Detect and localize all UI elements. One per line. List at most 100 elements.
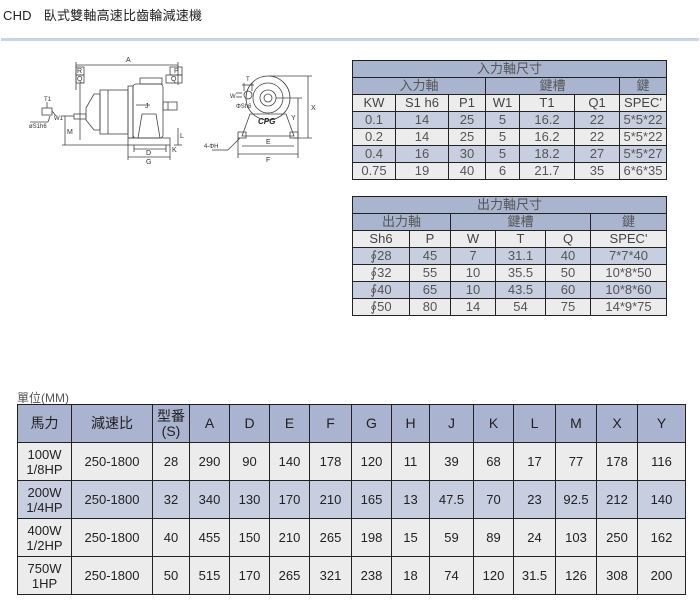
cell: 10*8*50 [590,264,667,282]
svg-text:Y: Y [291,115,296,122]
model-header-line2: (S) [161,422,181,439]
cell: 16.2 [519,111,575,129]
cell: 74 [429,556,474,595]
cell: 178 [596,442,638,481]
cell: 25 [448,128,486,146]
column-header: Y [637,404,686,443]
cpg-logo: CPG [258,117,275,126]
power-hp: 1/8HP [26,461,63,477]
power-watts: 400W [27,522,62,538]
cell: 40 [545,247,591,265]
group-header: 入力軸 [352,77,486,95]
cell: 40 [152,518,190,557]
svg-text:T: T [246,77,250,83]
cell: 21.7 [519,162,575,180]
cell: 18.2 [519,145,575,163]
column-header: M [555,404,597,443]
cell: 23 [513,480,556,519]
cell: 32 [152,480,190,519]
page-title: CHD 臥式雙軸高速比齒輪減速機 [3,5,202,24]
column-header: P1 [448,94,486,112]
svg-text:K: K [172,147,177,154]
cell: 70 [473,480,514,519]
cell: 55 [409,264,451,282]
column-header: E [269,404,310,443]
cell: 89 [473,518,514,557]
cell: 92.5 [555,480,597,519]
cell: 116 [637,442,686,481]
cell: 250 [596,518,638,557]
cell: 30 [448,145,486,163]
cell: 7 [450,247,496,265]
cell: 90 [229,442,270,481]
cell: 14 [450,298,496,316]
group-header: 鍵槽 [485,77,620,95]
column-header: W1 [485,94,520,112]
cell: 178 [309,442,352,481]
cell: 170 [229,556,270,595]
svg-text:M: M [67,129,73,136]
svg-text:ΦSh6: ΦSh6 [236,104,252,110]
column-header: G [351,404,392,443]
column-header: 減速比 [71,404,153,443]
group-header: 鍵槽 [450,213,591,231]
model-code: CHD [3,8,32,23]
column-header: X [596,404,638,443]
cell: 11 [391,442,430,481]
cell: 130 [229,480,270,519]
column-header: J [429,404,474,443]
cell: 14 [395,128,449,146]
power-hp: 1HP [31,575,58,591]
cell: 16.2 [519,128,575,146]
dim-a-label: A [126,57,131,64]
cell: 5 [485,145,520,163]
cell: 250-1800 [71,518,153,557]
cell: 126 [555,556,597,595]
cell: 18 [391,556,430,595]
column-header: W [450,230,496,248]
svg-text:G: G [146,159,151,166]
cell: 170 [269,480,310,519]
column-header: T [495,230,546,248]
table-caption: 入力軸尺寸 [352,60,667,78]
cell: 14 [395,111,449,129]
column-header: A [189,404,230,443]
cell: 238 [351,556,392,595]
table-caption: 出力軸尺寸 [352,196,667,214]
power-watts: 200W [27,484,62,500]
group-header: 鍵 [590,213,667,231]
cell: 77 [555,442,597,481]
cell: 0.4 [352,145,396,163]
product-title: 臥式雙軸高速比齒輪減速機 [43,8,203,23]
power-watts: 750W [27,560,62,576]
power-hp: 1/4HP [26,499,63,515]
cell: 0.75 [352,162,396,180]
cell: 24 [513,518,556,557]
power-watts: 100W [27,446,62,462]
cell: 5*5*27 [619,145,667,163]
cell: 80 [409,298,451,316]
column-header: P [409,230,451,248]
cell: 31.5 [513,556,556,595]
dimension-table: 馬力 減速比 型番 (S) A D E F G H J K L M X Y 10… [17,404,686,595]
column-header: L [513,404,556,443]
column-header: SPEC' [619,94,667,112]
cell: 54 [495,298,546,316]
model-header-line1: 型番 [157,407,185,424]
cell: 22 [574,128,620,146]
svg-text:W1: W1 [54,116,64,122]
cell: 321 [309,556,352,595]
cell: 27 [574,145,620,163]
cell: 47.5 [429,480,474,519]
unit-label: 單位(MM) [17,391,69,405]
cell: 35 [574,162,620,180]
cell: 15 [391,518,430,557]
cell: 165 [351,480,392,519]
svg-text:Q: Q [171,76,177,83]
